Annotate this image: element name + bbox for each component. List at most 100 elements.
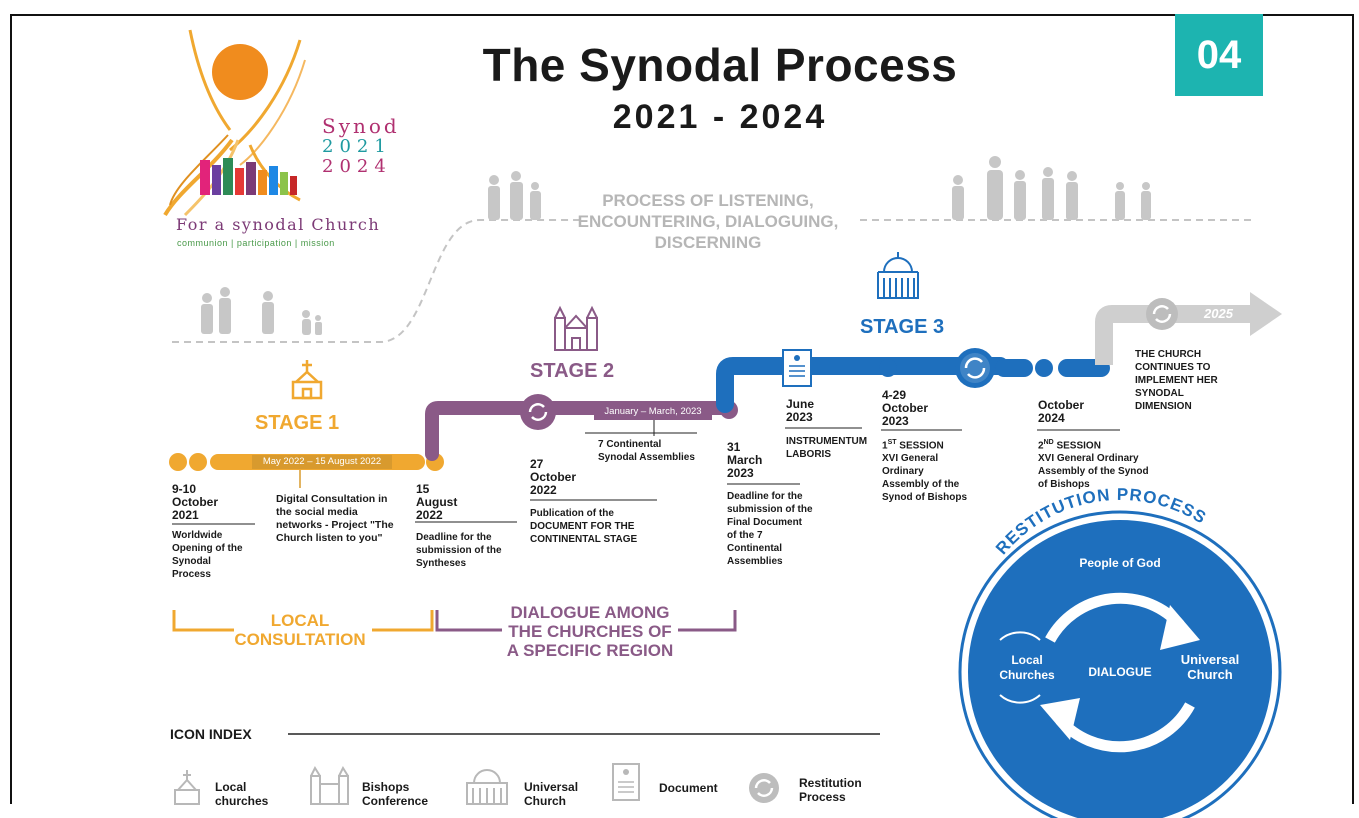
date-line: 2024 (1038, 411, 1065, 425)
date-line: March (727, 453, 763, 467)
basilica-icon (466, 769, 508, 805)
milestone-text: THE CHURCH CONTINUES TO IMPLEMENT HER SY… (1135, 348, 1218, 413)
continuation-arrow (1095, 305, 1255, 365)
milestone-text: INSTRUMENTUM LABORIS (786, 435, 867, 461)
restitution-icon (955, 348, 995, 388)
stage2-bar (425, 401, 737, 461)
ordinal-suffix: ST (887, 439, 897, 446)
text-line: SYNODAL (1135, 388, 1184, 399)
text-line: Opening of the (172, 543, 243, 554)
timeline-dot (169, 453, 187, 471)
date-line: 27 (530, 457, 544, 471)
label-line: Churches (999, 668, 1055, 682)
text-line: Assemblies (727, 556, 783, 567)
milestone-date: October 2024 (1038, 399, 1084, 425)
text-line: LABORIS (786, 449, 831, 460)
dialogue-bracket (435, 610, 737, 632)
text-line: Assembly of the Synod (1038, 466, 1149, 478)
phase-line: DIALOGUE AMONG (510, 603, 670, 622)
text-line: XVI General Ordinary (1038, 453, 1139, 465)
process-heading: PROCESS OF LISTENING, ENCOUNTERING, DIAL… (548, 190, 868, 253)
frame-border (10, 14, 1354, 16)
date-line: 2023 (882, 414, 909, 428)
index-item-restitution-process: Restitution Process (799, 776, 862, 804)
chapel-icon (174, 770, 200, 805)
local-consultation-label: LOCAL CONSULTATION (220, 611, 380, 649)
document-icon (612, 763, 640, 801)
page-title: The Synodal Process (482, 39, 958, 91)
text-line: Synod of Bishops (882, 492, 967, 504)
text-line: Worldwide (172, 530, 223, 541)
text-line: CONTINUES TO (1135, 362, 1211, 373)
text-line: Ordinary (882, 466, 924, 478)
text-line: Syntheses (416, 558, 467, 569)
label-line: Local (1011, 653, 1043, 667)
dialogue-label-center: DIALOGUE (1088, 665, 1152, 679)
local-churches-label: Local Churches (992, 653, 1062, 683)
timeline-dot (189, 453, 207, 471)
text-line: Continental (727, 543, 782, 554)
text-line: DIMENSION (1135, 401, 1192, 412)
people-of-god-label: People of God (1079, 556, 1161, 570)
chapel-icon (291, 360, 323, 400)
milestone-text: 2ND SESSION XVI General Ordinary Assembl… (1038, 436, 1149, 491)
index-item-local-churches: Local churches (215, 780, 268, 808)
text-line: Assembly of the (882, 479, 960, 491)
text-line: XVI General (882, 453, 939, 465)
index-label: Universal (524, 780, 579, 794)
date-line: 2023 (727, 466, 754, 480)
basilica-icon (877, 252, 919, 299)
milestone-date: 27 October 2022 (530, 458, 576, 497)
index-label: Church (524, 794, 566, 808)
milestone-text: Publication of the DOCUMENT FOR THE CONT… (530, 507, 637, 546)
milestone-date: 4-29 October 2023 (882, 389, 928, 428)
restitution-icon (749, 773, 779, 803)
page-number-badge: 04 (1175, 14, 1263, 96)
text-line: 2ND SESSION (1038, 436, 1149, 452)
date-line: 9-10 (172, 482, 197, 496)
milestone-text: 7 Continental Synodal Assemblies (598, 438, 695, 464)
date-line: October (530, 470, 577, 484)
index-item-bishops-conference: Bishops Conference (362, 780, 428, 808)
text-line: Deadline for the (727, 491, 803, 502)
milestone-text: Digital Consultation in the social media… (276, 493, 394, 545)
stage1-label: STAGE 1 (255, 412, 340, 434)
svg-text:RESTITUTION PROCESS: RESTITUTION PROCESS (992, 485, 1210, 558)
milestone-date: 15 August 2022 (416, 483, 457, 522)
text-line: of the 7 (727, 530, 763, 541)
logo-year-start: 2021 (322, 136, 392, 157)
page-subtitle: 2021 - 2024 (612, 98, 828, 136)
index-label: Document (659, 781, 718, 795)
date-line: October (172, 495, 219, 509)
index-label: Process (799, 790, 846, 804)
frame-border (1352, 14, 1354, 804)
date-line: 2022 (416, 508, 443, 522)
process-heading-line: PROCESS OF LISTENING, (602, 191, 814, 210)
restitution-icon (1146, 298, 1178, 330)
date-line: June (786, 397, 815, 411)
ordinal: 2 (1038, 440, 1044, 452)
date-line: October (882, 401, 929, 415)
text-line: Publication of the (530, 508, 614, 519)
logo-values: communion | participation | mission (177, 238, 335, 248)
timeline-dot (879, 359, 897, 377)
date-line: 2023 (786, 410, 813, 424)
milestone-text: Deadline for the submission of the Synth… (416, 531, 502, 570)
text-line: submission of the (727, 504, 813, 515)
milestone-date: June 2023 (786, 398, 814, 424)
logo-tagline: For a synodal Church (176, 215, 381, 234)
text-line: IMPLEMENT HER (1135, 375, 1218, 386)
date-line: October (1038, 398, 1085, 412)
index-label: Local (215, 780, 247, 794)
date-line: 31 (727, 440, 741, 454)
logo-year-end: 2024 (322, 156, 392, 177)
arrow-head-icon (1250, 292, 1282, 336)
label-line: Universal (1180, 652, 1240, 667)
stage1-range: May 2022 – 15 August 2022 (262, 456, 382, 467)
text-line: networks - Project "The (276, 519, 394, 531)
index-label: Restitution (799, 776, 862, 790)
index-label: Bishops (362, 780, 410, 794)
